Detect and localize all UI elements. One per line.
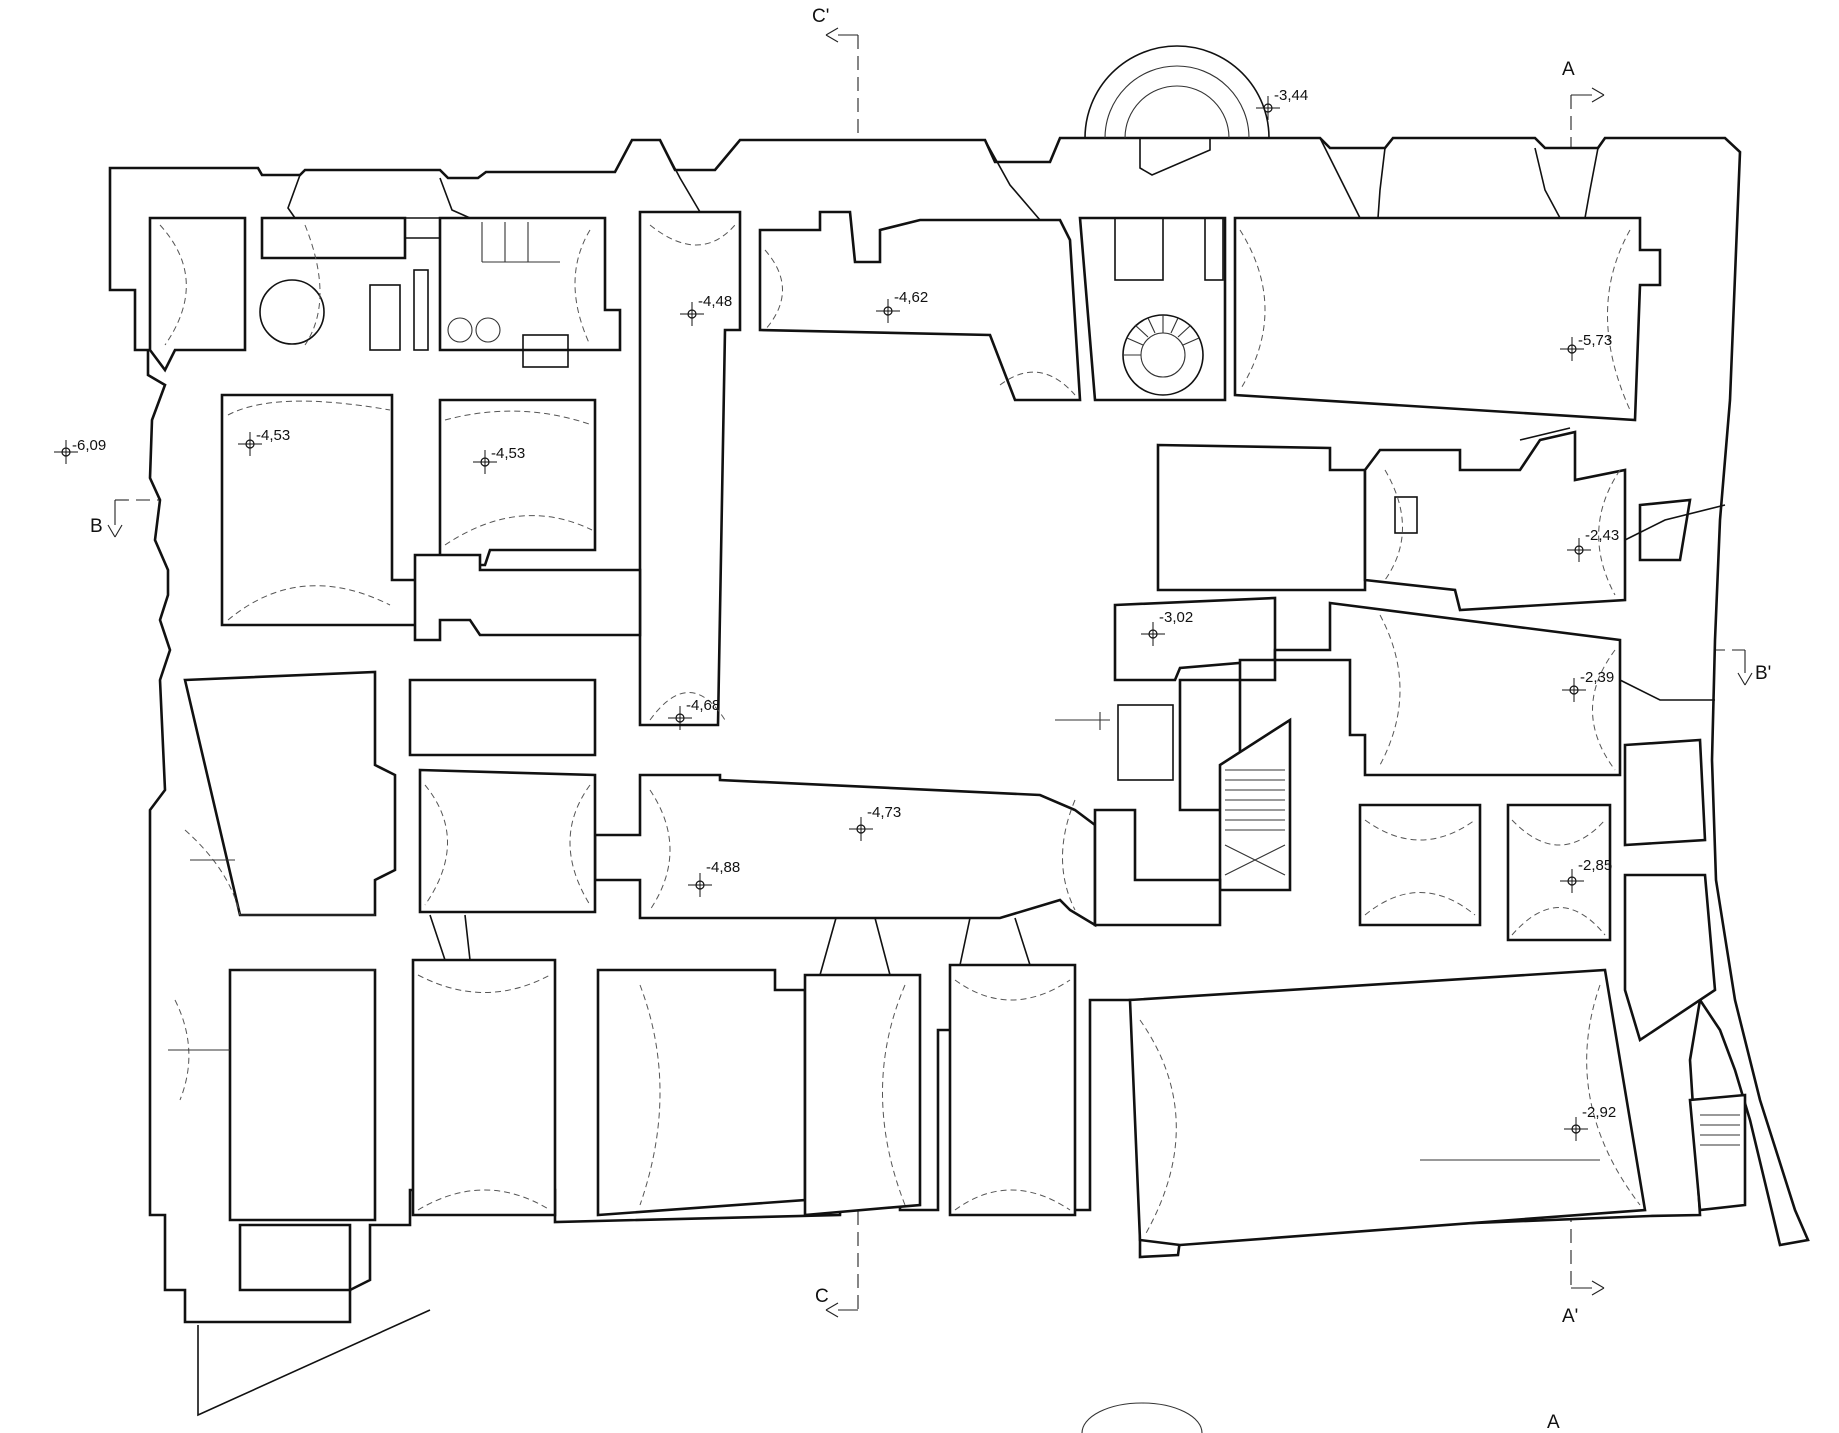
exterior-lines <box>197 712 1600 1433</box>
level-marker <box>668 706 692 730</box>
level-label: -4,62 <box>894 289 928 306</box>
section-label-a-bottom: A' <box>1562 1306 1578 1327</box>
level-label: -4,53 <box>491 445 525 462</box>
level-marker <box>1560 869 1584 893</box>
level-label: -6,09 <box>72 437 106 454</box>
section-label-a-edge: A <box>1547 1412 1560 1433</box>
level-label: -3,44 <box>1274 87 1308 104</box>
level-marker <box>680 302 704 326</box>
level-label: -3,02 <box>1159 609 1193 626</box>
level-marker <box>1560 337 1584 361</box>
level-marker <box>1564 1117 1588 1141</box>
level-label: -4,73 <box>867 804 901 821</box>
vault-lines <box>159 224 1641 1236</box>
apse-top <box>1084 45 1270 176</box>
level-markers <box>54 96 1591 1141</box>
level-label: -4,88 <box>706 859 740 876</box>
level-marker <box>238 432 262 456</box>
level-marker <box>1567 538 1591 562</box>
rooms <box>148 210 1747 1292</box>
level-label: -4,68 <box>686 697 720 714</box>
level-marker <box>876 299 900 323</box>
level-label: -5,73 <box>1578 332 1612 349</box>
level-marker <box>1141 622 1165 646</box>
level-marker <box>1256 96 1280 120</box>
level-label: -2,85 <box>1578 857 1612 874</box>
level-labels: -6,09 -4,53 -4,53 -4,48 -4,62 -3,44 -5,7… <box>72 87 1619 1121</box>
section-label-b-right: B' <box>1755 663 1771 684</box>
section-label-a-top: A <box>1562 59 1575 80</box>
level-marker <box>473 450 497 474</box>
level-label: -2,43 <box>1585 527 1619 544</box>
section-labels: C' C A A' A B B' <box>90 6 1771 1433</box>
section-label-c-bottom: C <box>815 1286 829 1307</box>
level-label: -2,92 <box>1582 1104 1616 1121</box>
level-label: -4,48 <box>698 293 732 310</box>
level-marker <box>1562 678 1586 702</box>
level-marker <box>54 440 78 464</box>
window-embrasures <box>287 137 1726 976</box>
level-marker <box>688 873 712 897</box>
level-label: -2,39 <box>1580 669 1614 686</box>
level-marker <box>849 817 873 841</box>
level-label: -4,53 <box>256 427 290 444</box>
section-label-c-top: C' <box>812 6 829 27</box>
section-label-b-left: B <box>90 516 103 537</box>
